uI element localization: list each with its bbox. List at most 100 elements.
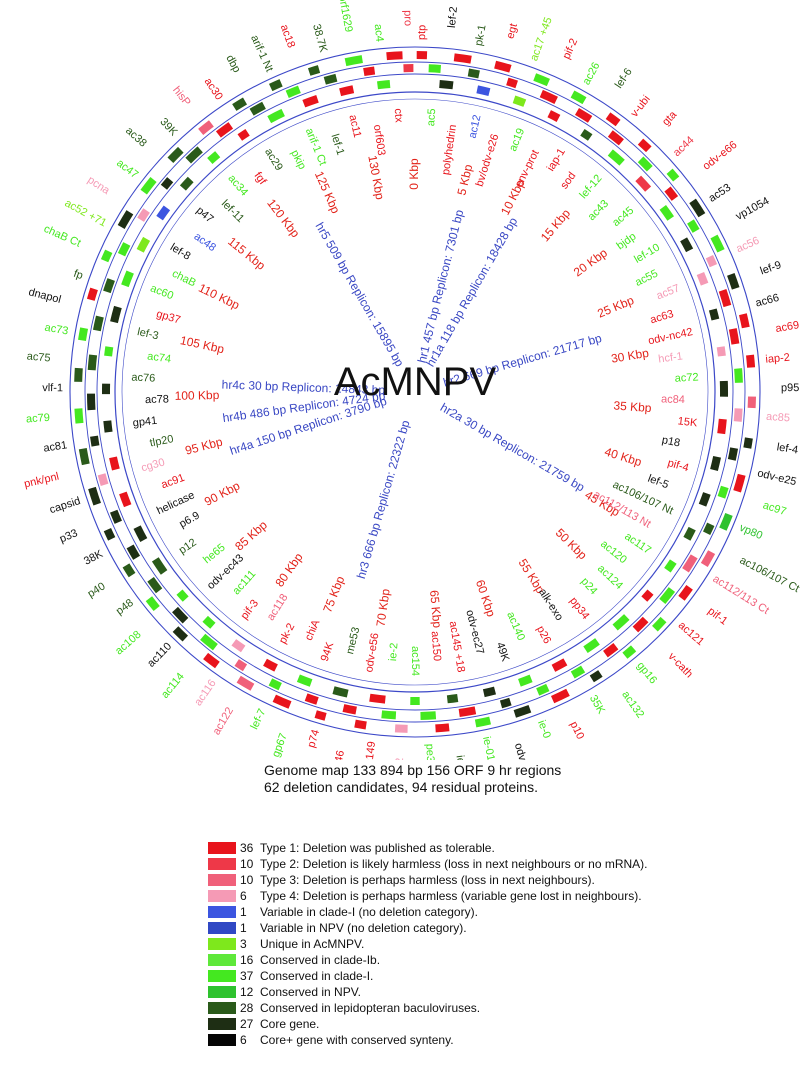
map-title: AcMNPV xyxy=(334,360,497,404)
gene-label: ac117 xyxy=(622,530,653,556)
gene-label: ac55 xyxy=(633,268,660,289)
gene-label: ac149 xyxy=(363,741,379,760)
kbp-mark: 110 Kbp xyxy=(196,281,242,313)
gene-label: v-ubi xyxy=(629,93,653,119)
gene-segment xyxy=(121,270,134,288)
gene-segment xyxy=(92,315,104,332)
gene-segment xyxy=(728,328,740,345)
summary-line-1: Genome map 133 894 bp 156 ORF 9 hr regio… xyxy=(264,762,562,778)
kbp-mark: 15 Kbp xyxy=(538,206,573,244)
legend-swatch xyxy=(208,970,236,982)
gene-label: iap-1 xyxy=(545,146,568,173)
gene-segment xyxy=(666,168,680,182)
legend-text: Core+ gene with conserved synteny. xyxy=(260,1033,454,1047)
gene-segment xyxy=(739,313,750,329)
gene-label: vlf-1 xyxy=(42,382,63,394)
gene-label: alk-exo xyxy=(536,587,565,623)
gene-label: ac145 +18 xyxy=(447,620,467,673)
gene-segment xyxy=(580,128,593,141)
kbp-mark: 50 Kbp xyxy=(553,526,590,563)
gene-label: ac5 xyxy=(425,108,438,126)
gene-label: pif-1 xyxy=(705,605,729,627)
gene-segment xyxy=(518,674,533,687)
gene-segment xyxy=(87,354,98,371)
gene-segment xyxy=(659,587,676,604)
gene-label: ac19 xyxy=(507,127,527,154)
gene-label: ac63 xyxy=(649,308,675,326)
gene-label: ac91 xyxy=(160,472,187,492)
gene-segment xyxy=(710,455,722,471)
gene-label: bjdp xyxy=(615,231,639,253)
gene-segment xyxy=(231,639,246,653)
gene-segment xyxy=(420,711,437,720)
gene-segment xyxy=(637,138,652,153)
gene-segment xyxy=(339,85,355,97)
gene-segment xyxy=(678,584,693,601)
gene-label: ac45 xyxy=(610,205,636,230)
gene-label: p74 xyxy=(305,728,322,749)
gene-label: gp16 xyxy=(634,660,659,687)
kbp-mark: 100 Kbp xyxy=(174,388,219,403)
gene-segment xyxy=(574,107,593,123)
gene-label: he65 xyxy=(201,541,228,566)
gene-segment xyxy=(88,486,101,506)
legend-count: 36 xyxy=(240,841,254,855)
gene-segment xyxy=(458,706,477,717)
gene-segment xyxy=(103,527,116,541)
gene-label: p33 xyxy=(58,527,80,545)
gene-segment xyxy=(734,368,743,383)
gene-segment xyxy=(743,437,753,449)
gene-label: bv/odv-e26 xyxy=(474,133,502,189)
gene-label: pnk/pnl xyxy=(23,471,60,491)
gene-segment xyxy=(237,128,250,141)
gene-label: ac48 xyxy=(192,231,218,255)
gene-label: gp41 xyxy=(132,415,158,430)
gene-segment xyxy=(74,367,83,382)
gene-label: 35K xyxy=(587,693,608,717)
gene-segment xyxy=(369,693,386,704)
gene-segment xyxy=(506,77,518,89)
gene-segment xyxy=(637,156,653,172)
gene-label: 15K xyxy=(677,415,698,429)
ring-0 xyxy=(69,46,761,738)
gene-label: ac124 xyxy=(595,563,625,592)
gene-label: ac60 xyxy=(149,282,176,302)
gene-segment xyxy=(117,242,131,257)
gene-segment xyxy=(386,51,403,61)
gene-label: ac97 xyxy=(761,499,787,518)
gene-segment xyxy=(119,491,132,508)
legend-count: 6 xyxy=(240,1033,247,1047)
gene-label: ac29 xyxy=(262,146,285,173)
gene-segment xyxy=(482,686,497,698)
kbp-mark: 0 Kbp xyxy=(407,158,421,190)
gene-segment xyxy=(718,289,732,308)
gene-segment xyxy=(652,616,667,632)
legend-count: 6 xyxy=(240,889,247,903)
legend-text: Type 2: Deletion is likely harmless (los… xyxy=(260,857,648,871)
gene-segment xyxy=(746,354,756,368)
gene-label: ie-1 xyxy=(454,755,468,760)
kbp-mark: 85 Kbp xyxy=(232,518,270,554)
gene-label: ac79 xyxy=(26,412,51,426)
gene-segment xyxy=(687,219,700,233)
gene-label: ac18 xyxy=(278,23,297,50)
genome-rings xyxy=(69,46,761,738)
gene-label: ac30 xyxy=(202,76,225,103)
gene-segment xyxy=(147,576,163,594)
legend-row: 6 Core+ gene with conserved synteny. xyxy=(208,1032,798,1048)
gene-segment xyxy=(140,176,157,195)
gene-segment xyxy=(428,64,442,73)
ring-2 xyxy=(96,73,734,711)
gene-segment xyxy=(607,149,625,166)
gene-segment xyxy=(103,278,115,294)
gene-label: p18 xyxy=(661,434,681,449)
legend-swatch xyxy=(208,1018,236,1030)
gene-segment xyxy=(97,473,109,486)
legend-count: 16 xyxy=(240,953,254,967)
gene-label: p6.9 xyxy=(177,510,202,531)
kbp-mark: 20 Kbp xyxy=(571,245,610,279)
gene-label: gp37 xyxy=(155,308,182,327)
